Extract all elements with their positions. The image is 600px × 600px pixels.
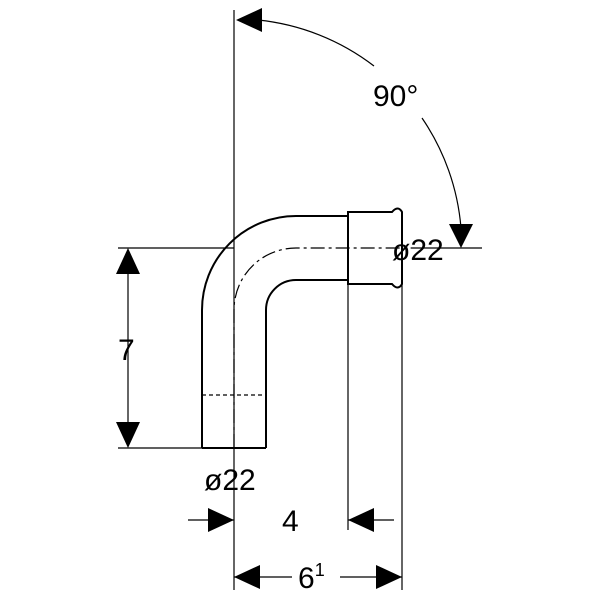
angle-dimension: 90° xyxy=(236,8,473,248)
offset-dimension: 4 xyxy=(188,505,394,538)
length-label: 61 xyxy=(298,560,325,595)
inlet-diameter-label: ø22 xyxy=(204,464,256,497)
angle-label: 90° xyxy=(373,80,418,113)
angle-arrow-end xyxy=(449,224,473,248)
height-dimension: 7 xyxy=(116,248,140,448)
offset-label: 4 xyxy=(282,505,299,538)
outlet-diameter-label: ø22 xyxy=(392,234,444,267)
elbow-pipe xyxy=(201,215,348,449)
angle-arrow-start xyxy=(236,8,262,32)
length-dimension: 61 xyxy=(234,560,402,595)
height-label: 7 xyxy=(118,334,135,367)
bend-centerline xyxy=(233,247,420,448)
